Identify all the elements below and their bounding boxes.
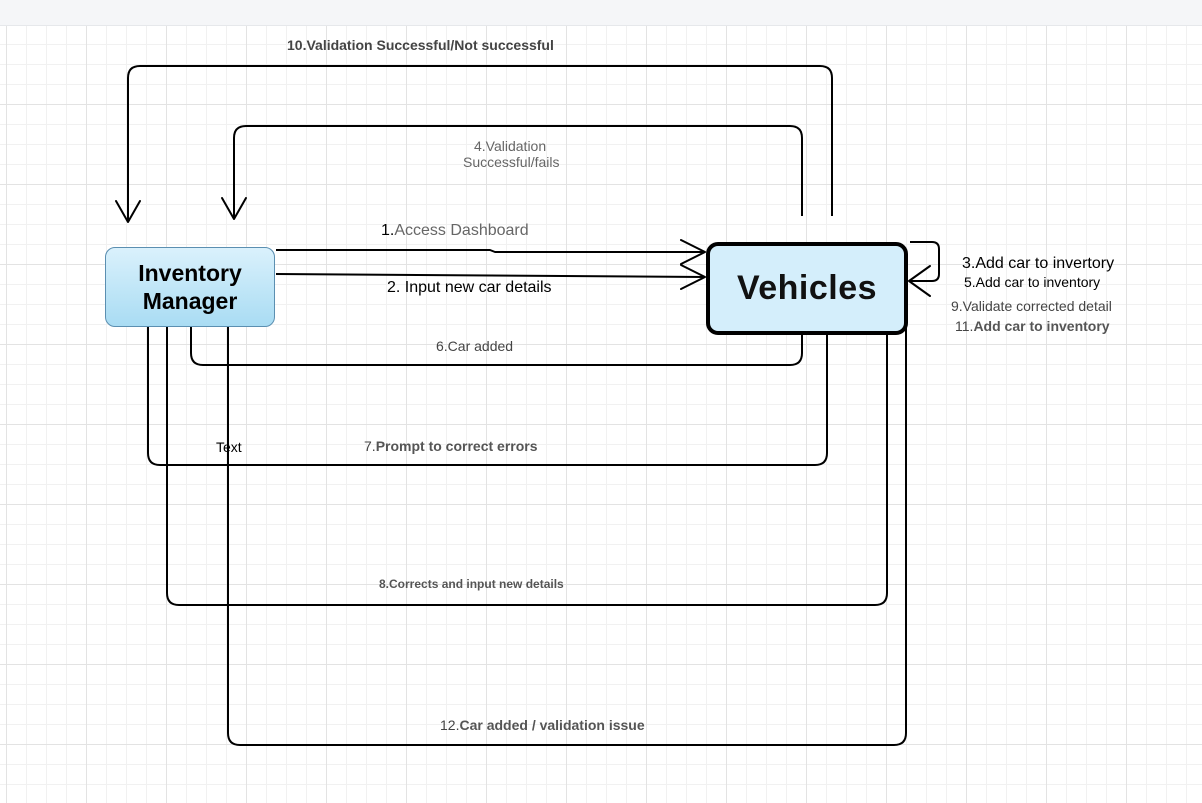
label-11-number: 11. [955,318,974,334]
label-4-validation-line1: 4.Validation [474,138,547,154]
toolbar-bar [0,0,1202,26]
label-text-placeholder[interactable]: Text [216,439,242,455]
diagram-connectors [115,65,940,746]
node-inventory-manager[interactable]: Inventory Manager [105,247,275,327]
label-4-validation-line2: Successful/fails [463,154,560,170]
label-12-text: Car added / validation issue [459,717,645,733]
label-11-add-car: 11.Add car to inventory [955,318,1110,334]
label-7-prompt: 7.Prompt to correct errors [364,438,538,454]
label-7-number: 7. [364,438,376,454]
label-6-car-added: 6.Car added [436,338,514,354]
node-vehicles-label: Vehicles [736,269,878,307]
node-inventory-manager-label: Inventory Manager [138,260,242,314]
edge-4-validation[interactable] [221,125,803,220]
label-12-car-added-issue: 12.Car added / validation issue [440,717,645,733]
label-10-validation: 10.Validation Successful/Not successful [287,37,554,53]
label-1-access-dashboard: 1.Access Dashboard [381,222,529,240]
label-1-text: Access Dashboard [394,222,529,239]
label-9-validate-corrected: 9.Validate corrected detail [951,298,1112,314]
diagram-canvas[interactable]: Inventory Manager Vehicles [0,26,1202,803]
label-3-add-car: 3.Add car to invertory [962,255,1115,272]
label-1-number: 1. [381,222,395,239]
edge-8-corrects-input[interactable] [166,303,900,606]
edge-10-validation-result[interactable] [115,65,833,223]
edge-self-loop-vehicles[interactable] [908,241,940,297]
edge-1-access-dashboard[interactable] [276,239,706,265]
edge-2-input-details[interactable] [275,264,706,290]
label-11-text: Add car to inventory [973,318,1110,334]
label-7-text: Prompt to correct errors [375,438,538,454]
label-5-add-car: 5.Add car to inventory [964,274,1101,290]
node-vehicles[interactable]: Vehicles [706,242,908,335]
label-12-number: 12. [440,717,460,733]
label-2-input-details: 2. Input new car details [387,279,552,296]
label-8-corrects: 8.Corrects and input new details [379,577,564,591]
